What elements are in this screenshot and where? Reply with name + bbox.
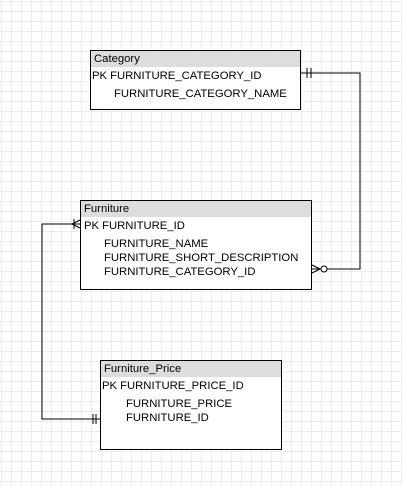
- pk-field: FURNITURE_CATEGORY_ID: [110, 70, 262, 82]
- pk-field: FURNITURE_ID: [102, 220, 185, 232]
- entity-title: Category: [91, 51, 300, 67]
- connector-line-price-furniture: [41, 223, 100, 420]
- connector-line-category-furniture: [301, 72, 361, 270]
- attribute-row: FURNITURE_NAME: [104, 238, 209, 250]
- attribute-row: FURNITURE_CATEGORY_ID: [104, 266, 256, 278]
- pk-label: PK: [84, 220, 100, 232]
- relationship-price-furniture[interactable]: [41, 219, 100, 424]
- crowfoot-line: [71, 223, 81, 229]
- relationship-category-furniture[interactable]: [301, 68, 361, 274]
- entity-title: Furniture: [81, 201, 311, 217]
- pk-label: PK: [92, 70, 108, 82]
- attribute-row: FURNITURE_ID: [126, 412, 209, 424]
- entity-title: Furniture_Price: [101, 361, 281, 377]
- attribute-row: FURNITURE_PRICE: [126, 398, 233, 410]
- crowfoot-line: [71, 219, 81, 225]
- zero-marker-circle: [320, 265, 328, 273]
- attribute-row: FURNITURE_SHORT_DESCRIPTION: [104, 252, 299, 264]
- pk-label: PK: [102, 380, 118, 392]
- crowfoot-line: [311, 264, 321, 270]
- pk-field: FURNITURE_PRICE_ID: [120, 380, 244, 392]
- attribute-row: FURNITURE_CATEGORY_NAME: [114, 88, 287, 100]
- crowfoot-line: [311, 268, 321, 274]
